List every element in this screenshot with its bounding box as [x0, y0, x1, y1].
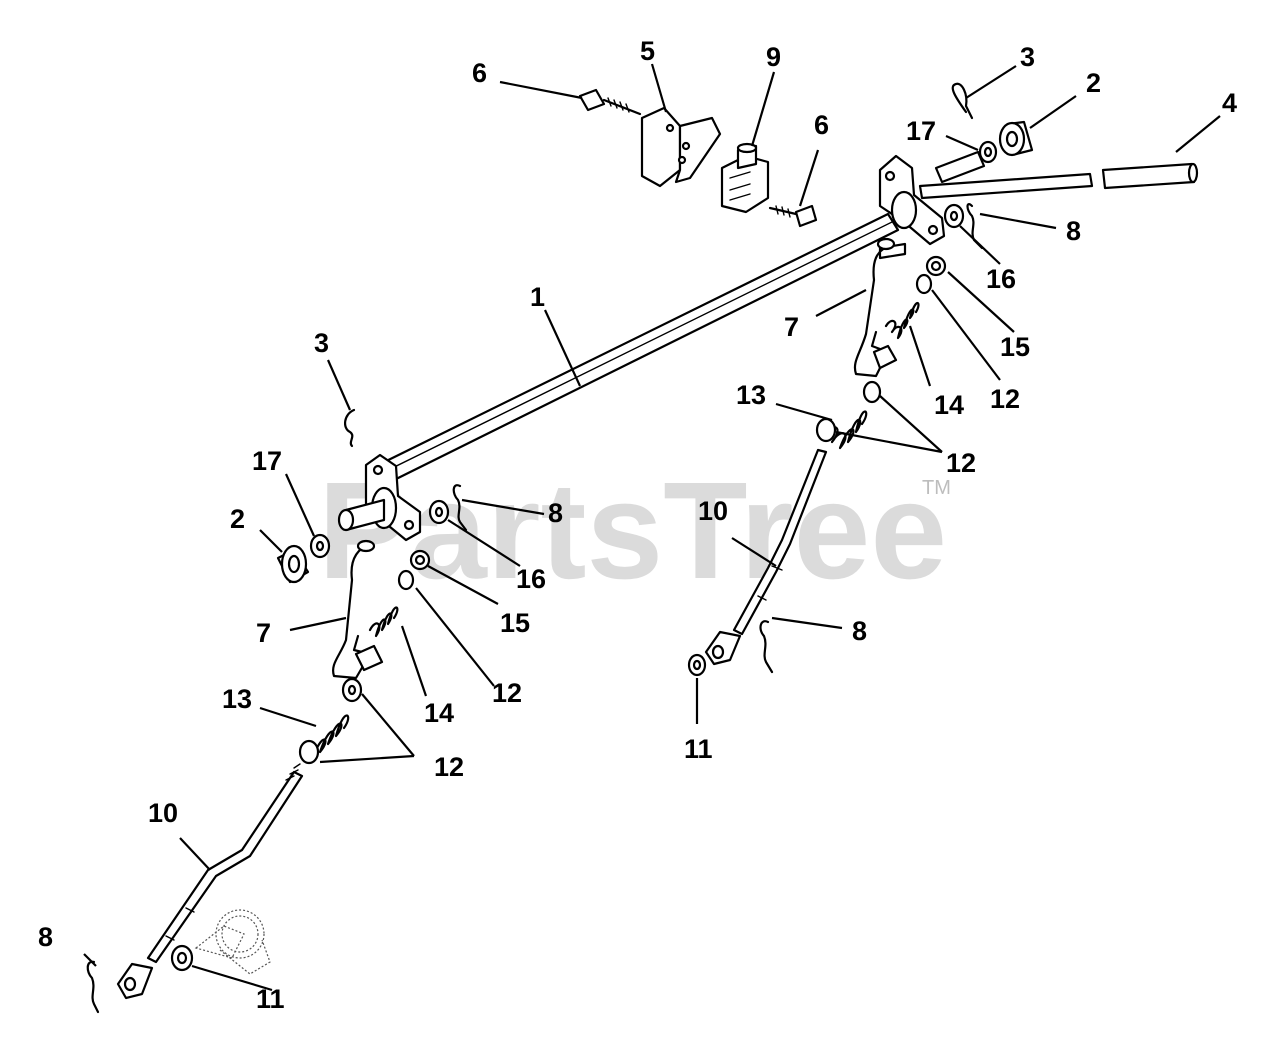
- callout-8-right-lower: 8: [852, 616, 867, 646]
- part-17-washer-left: [309, 533, 331, 559]
- callout-15-left: 15: [500, 608, 530, 638]
- callout-12-right-upper: 12: [990, 384, 1020, 414]
- callout-7-left: 7: [256, 618, 271, 648]
- part-2-bushing-left: [276, 544, 310, 584]
- callout-8-right-upper: 8: [1066, 216, 1081, 246]
- part-8-hairpin-left-lower: [86, 960, 100, 1014]
- part-14-spring-left: [368, 606, 399, 638]
- callout-3-right: 3: [1020, 42, 1035, 72]
- callout-8-left-lower: 8: [38, 922, 53, 952]
- part-5-bracket: [640, 106, 722, 188]
- watermark-trademark: TM: [922, 477, 951, 499]
- part-12-washer-right-middle: [862, 380, 882, 404]
- callout-11-left: 11: [256, 984, 285, 1014]
- callout-12-left-lower: 12: [434, 752, 464, 782]
- callout-7-right: 7: [784, 312, 799, 342]
- part-12-washer-left-lower: [298, 739, 320, 765]
- part-9-switch: [720, 142, 770, 214]
- leader-lines: [83, 63, 1221, 992]
- callout-13-right: 13: [736, 380, 766, 410]
- callout-12-right-lower: 12: [946, 448, 976, 478]
- part-4-rod: [918, 162, 1199, 200]
- part-3-hairpin-right: [951, 82, 974, 120]
- callout-14-left: 14: [424, 698, 454, 728]
- watermark-text: PartsTree: [318, 454, 947, 608]
- watermark: PartsTree TM: [318, 454, 951, 608]
- part-15-nut-right: [925, 255, 947, 277]
- part-8-hairpin-right-lower: [759, 620, 774, 674]
- part-3-hairpin-left: [344, 408, 356, 448]
- part-12-washer-right-upper: [915, 273, 933, 295]
- callout-4: 4: [1222, 88, 1237, 118]
- part-11-washer-left: [170, 944, 194, 972]
- part-15-nut-left: [409, 549, 431, 571]
- right-bracket-pin: [934, 150, 986, 184]
- part-16-washer-left: [428, 499, 450, 525]
- part-7-link-left: [332, 539, 384, 680]
- part-12-washer-left-middle: [341, 677, 363, 703]
- callout-1: 1: [530, 282, 545, 312]
- part-14-spring-right: [884, 301, 920, 340]
- part-7-link-right: [853, 237, 898, 378]
- callout-16-left: 16: [516, 564, 546, 594]
- reference-gear-arm: [194, 909, 271, 975]
- callout-9: 9: [766, 42, 781, 72]
- callout-10-right: 10: [698, 496, 728, 526]
- part-1-left-bracket: [337, 453, 422, 542]
- callout-6-right: 6: [814, 110, 829, 140]
- callout-2-left: 2: [230, 504, 245, 534]
- part-2-bushing-right: [998, 120, 1034, 157]
- part-12-washer-right-lower: [815, 417, 837, 443]
- part-8-hairpin-right-upper: [966, 203, 984, 250]
- part-10-rod-right: [704, 448, 828, 666]
- callout-15-right: 15: [1000, 332, 1030, 362]
- callout-17-right: 17: [906, 116, 936, 146]
- part-16-washer-right: [943, 203, 965, 229]
- part-12-washer-left-upper: [397, 569, 415, 591]
- callout-10-left: 10: [148, 798, 178, 828]
- part-8-hairpin-left-upper: [452, 484, 468, 532]
- callout-8-left-upper: 8: [548, 498, 563, 528]
- part-6-screw-right: [768, 204, 818, 228]
- part-1-cross-shaft: [366, 212, 900, 490]
- part-6-screw-left: [578, 88, 642, 116]
- callout-5: 5: [640, 36, 655, 66]
- callout-14-right: 14: [934, 390, 964, 420]
- callout-3-left: 3: [314, 328, 329, 358]
- callout-16-right: 16: [986, 264, 1016, 294]
- part-13-spring-right: [822, 410, 868, 450]
- callout-12-left-upper: 12: [492, 678, 522, 708]
- callout-11-right: 11: [684, 734, 713, 764]
- callouts: 1 2 2 3 3 4 5 6 6 7 7 8 8 8 8 9 10 10 11…: [38, 36, 1237, 1014]
- callout-17-left: 17: [252, 446, 282, 476]
- part-17-washer-right: [978, 140, 998, 164]
- callout-13-left: 13: [222, 684, 252, 714]
- part-10-rod-left: [116, 763, 304, 1000]
- callout-6-left: 6: [472, 58, 487, 88]
- callout-2-right: 2: [1086, 68, 1101, 98]
- part-11-washer-right: [687, 653, 707, 677]
